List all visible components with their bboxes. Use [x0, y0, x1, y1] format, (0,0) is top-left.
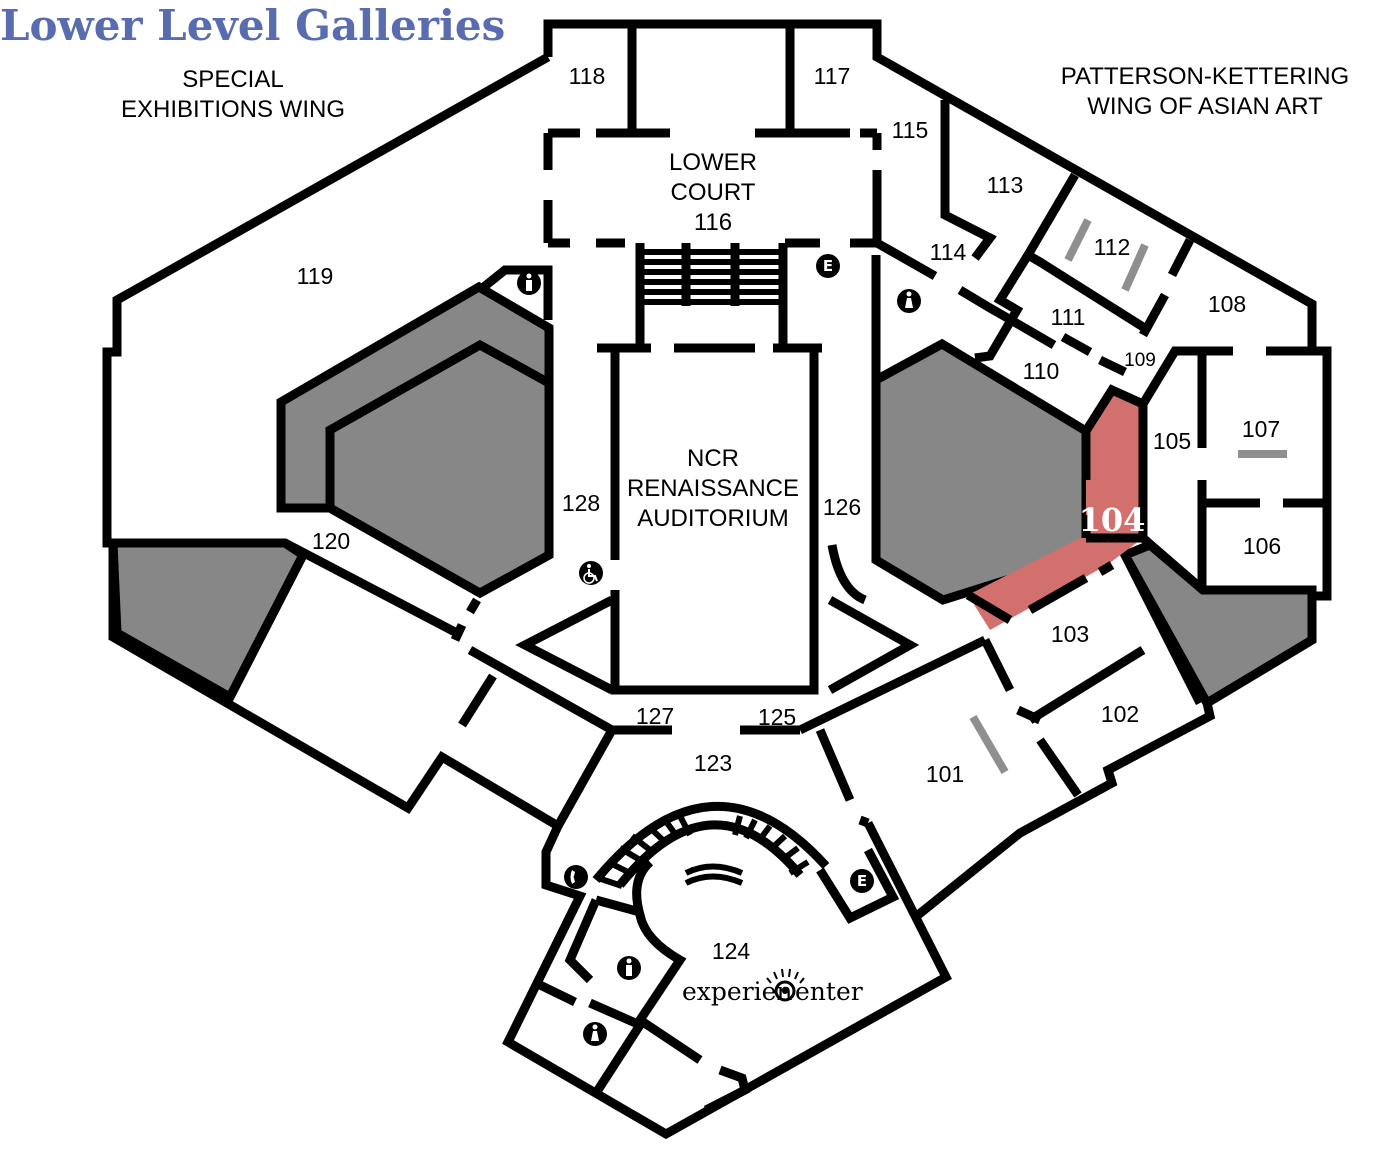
room-125[interactable]: 125	[758, 704, 796, 730]
room-114[interactable]: 114	[930, 239, 967, 265]
room-101[interactable]: 101	[926, 761, 964, 787]
room-112[interactable]: 112	[1094, 234, 1131, 260]
special-exhibitions-wing-label-1: SPECIAL	[182, 66, 283, 93]
auditorium-label-1: NCR	[687, 445, 739, 472]
north-block-walls	[543, 28, 882, 345]
room-115[interactable]: 115	[892, 117, 929, 143]
room-108[interactable]: 108	[1208, 291, 1246, 317]
room-104-highlight[interactable]	[968, 390, 1143, 630]
room-118[interactable]: 118	[569, 63, 606, 89]
lower-court-label-2: COURT	[671, 179, 756, 206]
room-107[interactable]: 107	[1242, 416, 1280, 442]
asian-art-wing-label-1: PATTERSON-KETTERING	[1061, 63, 1349, 90]
blocked-area-southeast	[1118, 539, 1317, 710]
auditorium-label-2: RENAISSANCE	[627, 475, 799, 502]
room-126[interactable]: 126	[823, 494, 861, 520]
elevator-icon: E	[850, 869, 874, 893]
svg-text:E: E	[823, 257, 833, 275]
elevator-icon: E	[816, 254, 840, 278]
gallery-partitions	[969, 218, 1287, 775]
room-111[interactable]: 111	[1051, 304, 1086, 330]
room-105[interactable]: 105	[1153, 428, 1191, 454]
room-119[interactable]: 119	[297, 263, 334, 289]
room-113[interactable]: 113	[987, 172, 1024, 198]
room-103[interactable]: 103	[1051, 621, 1089, 647]
room-102[interactable]: 102	[1101, 701, 1139, 727]
wheelchair-accessible-icon	[579, 561, 603, 585]
room-117[interactable]: 117	[814, 63, 851, 89]
west-wing-walls	[225, 265, 615, 734]
map-title: Lower Level Galleries	[0, 1, 505, 50]
svg-text:E: E	[857, 872, 867, 890]
special-exhibitions-wing-label-2: EXHIBITIONS WING	[121, 96, 345, 123]
room-106[interactable]: 106	[1243, 533, 1281, 559]
room-110[interactable]: 110	[1023, 358, 1060, 384]
restroom-womens-icon	[583, 1022, 607, 1046]
room-labels: 118 117 115 113 114 112 111 108 109 110 …	[297, 63, 1282, 964]
logo-text-prefix: experien	[682, 977, 793, 1006]
room-123[interactable]: 123	[694, 750, 732, 776]
auditorium-walls	[515, 343, 920, 695]
lower-court-label-1: LOWER	[669, 149, 757, 176]
restroom-womens-icon	[897, 289, 921, 313]
south-hub-walls	[538, 635, 987, 1115]
room-127[interactable]: 127	[636, 703, 674, 729]
phone-icon	[564, 865, 588, 889]
room-104-label[interactable]: 104	[1079, 501, 1146, 539]
lower-court-label-3: 116	[694, 209, 732, 236]
room-124[interactable]: 124	[712, 938, 751, 964]
east-wing-walls	[874, 100, 1327, 798]
auditorium-label-3: AUDITORIUM	[637, 505, 789, 532]
outer-walls	[102, 19, 1332, 1140]
logo-text-suffix: enter	[795, 977, 863, 1006]
asian-art-wing-label-2: WING OF ASIAN ART	[1087, 93, 1323, 120]
experience-center-logo: experien enter	[682, 968, 863, 1006]
restroom-mens-icon	[517, 271, 541, 295]
blocked-area-west-inner	[325, 339, 554, 599]
restroom-mens-icon	[617, 956, 641, 980]
room-120[interactable]: 120	[312, 528, 350, 554]
room-109[interactable]: 109	[1124, 350, 1156, 371]
room-128[interactable]: 128	[562, 490, 600, 516]
logo-eye-icon	[774, 980, 796, 1002]
